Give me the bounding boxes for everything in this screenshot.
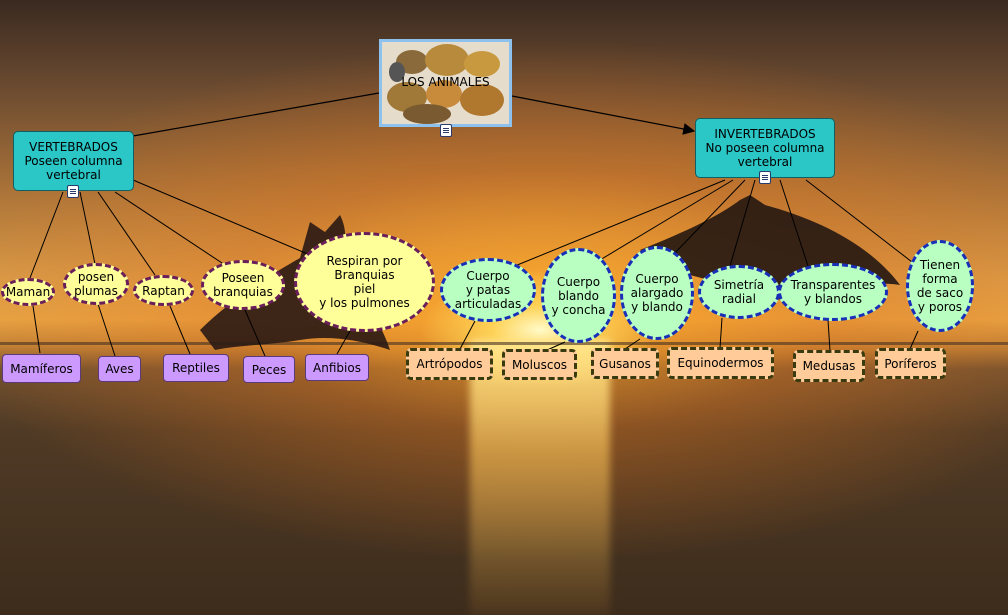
link-root-vertebrados	[132, 92, 380, 137]
group-artropodos[interactable]: Artrópodos	[406, 348, 493, 380]
link-invert-gusanos	[672, 179, 746, 256]
trait-moluscos[interactable]: Cuerpo blando y concha	[541, 248, 616, 343]
link-vert-maman	[29, 191, 64, 279]
link-pori-grp	[909, 330, 919, 350]
animals-photo	[382, 42, 509, 124]
group-poriferos[interactable]: Poríferos	[875, 348, 946, 379]
trait-poriferos[interactable]: Tienen forma de saco y poros	[906, 240, 974, 332]
link-invert-artro	[509, 179, 726, 269]
root-node[interactable]: LOS ANIMALES	[379, 39, 512, 127]
link-invert-molus	[599, 179, 734, 261]
link-vert-respiran	[132, 179, 311, 256]
vertebrados-node[interactable]: VERTEBRADOS Poseen columna vertebral	[13, 131, 134, 191]
group-medusas[interactable]: Medusas	[793, 350, 865, 382]
trait-maman[interactable]: Maman	[1, 278, 55, 306]
group-equinodermos[interactable]: Equinodermos	[667, 347, 774, 379]
link-branquias-peces	[244, 309, 266, 357]
link-transp-grp	[827, 319, 831, 352]
invertebrados-node[interactable]: INVERTEBRADOS No poseen columna vertebra…	[695, 118, 835, 178]
link-maman-mamiferos	[32, 305, 41, 354]
link-raptan-reptiles	[169, 305, 191, 355]
root-label: LOS ANIMALES	[401, 75, 490, 89]
link-artro-grp	[459, 320, 476, 350]
horizon-line	[0, 342, 1008, 345]
link-plumas-aves	[97, 303, 116, 357]
trait-raptan[interactable]: Raptan	[133, 275, 194, 306]
document-icon[interactable]	[440, 124, 452, 137]
group-anfibios[interactable]: Anfibios	[305, 354, 369, 381]
group-aves[interactable]: Aves	[98, 356, 141, 382]
link-gusanos-grp	[624, 338, 641, 350]
group-moluscos[interactable]: Moluscos	[502, 349, 577, 380]
group-mamiferos[interactable]: Mamíferos	[2, 354, 81, 383]
trait-plumas[interactable]: posen plumas	[63, 263, 129, 305]
group-peces[interactable]: Peces	[243, 356, 295, 383]
link-vert-raptan	[97, 191, 156, 276]
document-icon[interactable]	[67, 185, 79, 198]
trait-equinodermos[interactable]: Simetría radial	[698, 265, 780, 319]
trait-artropodos[interactable]: Cuerpo y patas articuladas	[440, 258, 536, 322]
link-root-invertebrados	[511, 95, 696, 135]
trait-medusas[interactable]: Transparentes y blandos	[778, 263, 888, 321]
group-gusanos[interactable]: Gusanos	[591, 348, 659, 379]
sun-reflection	[470, 340, 610, 615]
link-invert-simetria	[729, 179, 756, 267]
trait-respiran[interactable]: Respiran por Branquias piel y los pulmon…	[294, 232, 435, 332]
link-simetria-grp	[719, 317, 723, 349]
link-invert-poriferos	[805, 179, 913, 263]
link-vert-plumas	[79, 191, 96, 265]
trait-branquias[interactable]: Poseen branquias	[201, 260, 285, 310]
link-invert-transp	[779, 179, 809, 267]
document-icon[interactable]	[759, 171, 771, 184]
group-reptiles[interactable]: Reptiles	[163, 354, 229, 382]
link-respiran-anfibios	[336, 330, 351, 355]
link-vert-branquias	[114, 191, 226, 266]
trait-gusanos[interactable]: Cuerpo alargado y blando	[620, 246, 694, 340]
